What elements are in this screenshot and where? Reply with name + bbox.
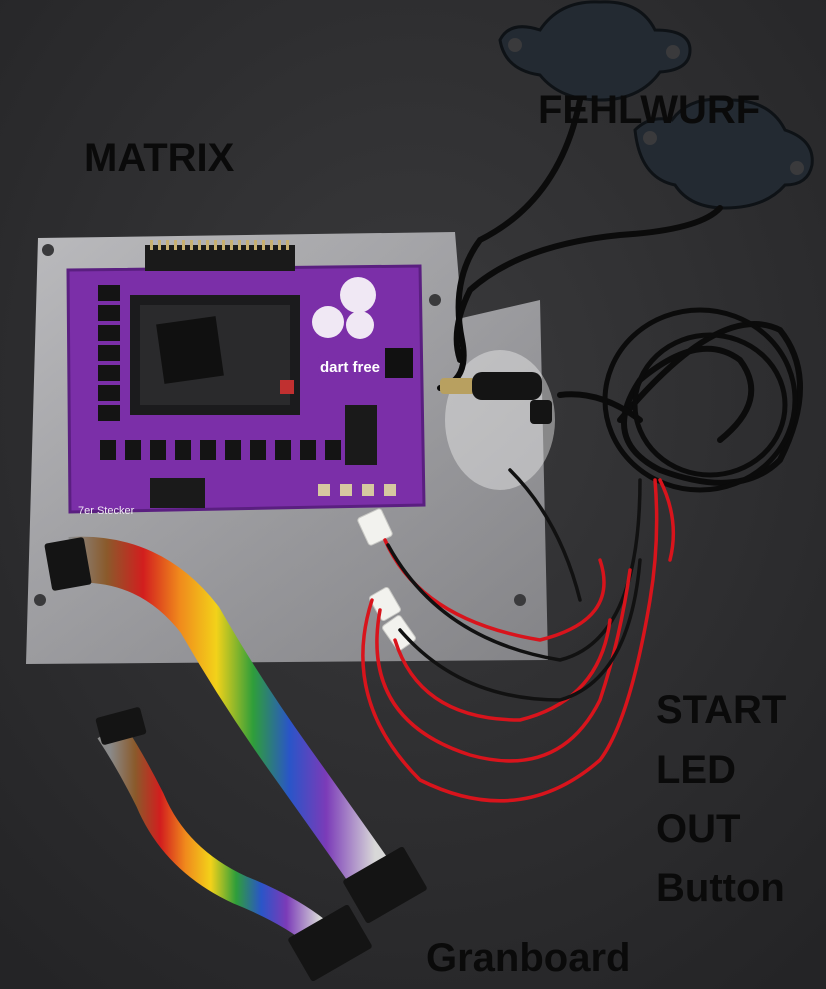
led-label: LED: [656, 748, 736, 792]
connector-silkscreen-label: 7er Stecker: [78, 505, 135, 517]
matrix-label: MATRIX: [84, 136, 235, 180]
piezo-sensor-bottom: [633, 97, 814, 210]
out-label: OUT: [656, 807, 741, 851]
led-button-wires: [361, 468, 676, 803]
granboard-label: Granboard: [426, 936, 631, 980]
ribbon-cable-short: [95, 707, 372, 982]
sensor-cable: [437, 97, 803, 493]
audio-jack-plug: [440, 372, 552, 424]
ribbon-cable-long: [44, 536, 427, 924]
fehlwurf-label: FEHLWURF: [538, 88, 761, 132]
button-label: Button: [656, 866, 785, 910]
pcb-board: dart free 7er Stecker: [66, 240, 426, 517]
board-brand-label: dart free: [320, 359, 380, 376]
piezo-sensor-top: [498, 0, 692, 102]
start-label: START: [656, 688, 787, 732]
jst-connectors: [357, 508, 416, 651]
